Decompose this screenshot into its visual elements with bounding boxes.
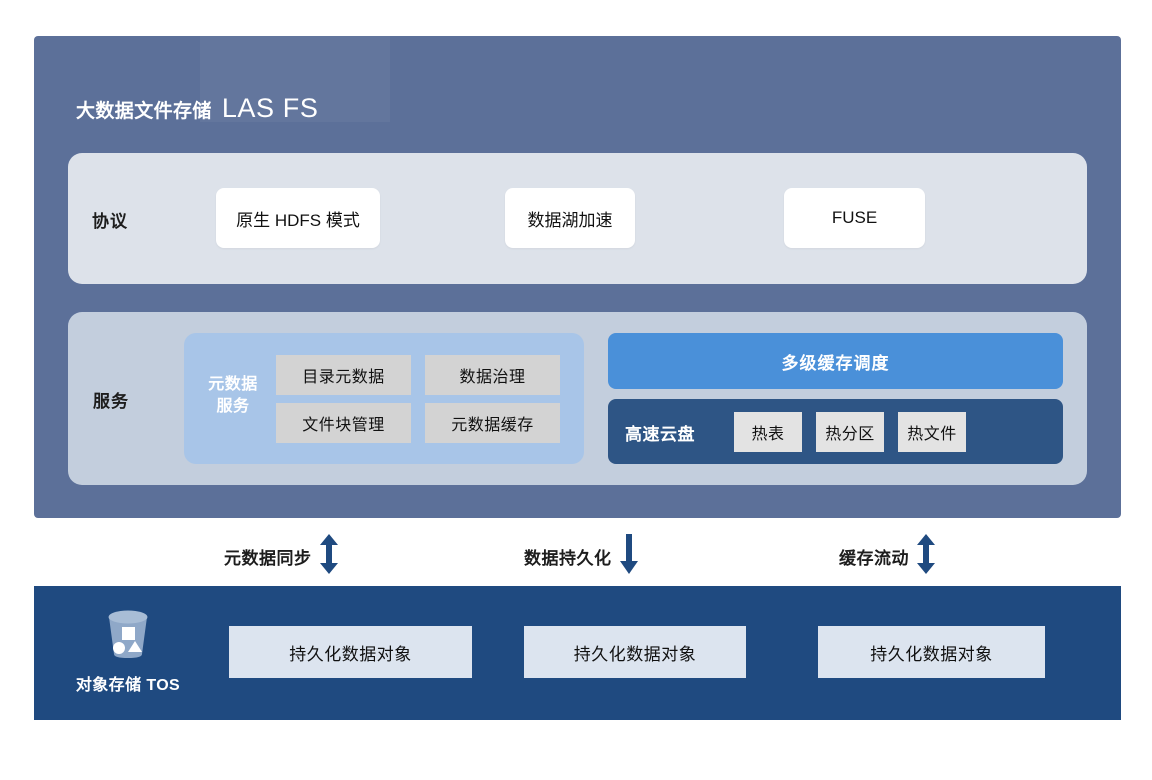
tos-brand-label: 对象存储 TOS — [75, 677, 181, 694]
cache-scheduling-bar[interactable]: 多级缓存调度 — [608, 333, 1063, 389]
fast-cloud-disk-chips: 热表 热分区 热文件 — [734, 412, 966, 452]
metadata-service-box: 元数据 服务 目录元数据 数据治理 文件块管理 元数据缓存 — [184, 333, 584, 464]
metadata-chip-meta-cache[interactable]: 元数据缓存 — [425, 403, 560, 443]
metadata-service-grid: 目录元数据 数据治理 文件块管理 元数据缓存 — [276, 355, 560, 443]
title-highlight-band — [200, 36, 390, 122]
bucket-icon — [100, 604, 156, 667]
page-title: 大数据文件存储 LAS FS — [76, 93, 318, 124]
metadata-service-title-line1: 元数据 — [208, 376, 258, 393]
arrow-down-icon — [619, 534, 639, 579]
fast-cloud-disk-label: 高速云盘 — [625, 425, 695, 444]
protocol-card-datalake-accel[interactable]: 数据湖加速 — [505, 188, 635, 248]
connector-row: 元数据同步 数据持久化 缓存流动 — [34, 524, 1121, 582]
metadata-service-title: 元数据 服务 — [201, 374, 265, 418]
protocol-card-fuse[interactable]: FUSE — [784, 188, 925, 248]
protocol-layer-label: 协议 — [92, 212, 128, 231]
connector-label-cache-flow: 缓存流动 — [839, 549, 909, 568]
double-arrow-vertical-icon — [916, 534, 936, 579]
tos-brand: 对象存储 TOS — [66, 604, 190, 695]
persistent-object-card-1[interactable]: 持久化数据对象 — [229, 626, 472, 678]
title-english: LAS FS — [221, 93, 319, 123]
connector-label-metadata-sync: 元数据同步 — [224, 549, 312, 568]
persistent-object-card-2[interactable]: 持久化数据对象 — [524, 626, 746, 678]
connector-metadata-sync: 元数据同步 — [224, 534, 339, 579]
fast-cloud-disk-box: 高速云盘 热表 热分区 热文件 — [608, 399, 1063, 464]
object-storage-layer: 对象存储 TOS 持久化数据对象 持久化数据对象 持久化数据对象 — [34, 586, 1121, 720]
protocol-card-hdfs[interactable]: 原生 HDFS 模式 — [216, 188, 380, 248]
connector-label-data-persistence: 数据持久化 — [524, 549, 612, 568]
disk-chip-hot-partition[interactable]: 热分区 — [816, 412, 884, 452]
connector-data-persistence: 数据持久化 — [524, 534, 639, 579]
connector-cache-flow: 缓存流动 — [839, 534, 936, 579]
metadata-service-title-line2: 服务 — [216, 398, 250, 415]
disk-chip-hot-file[interactable]: 热文件 — [898, 412, 966, 452]
las-fs-panel: 大数据文件存储 LAS FS 协议 原生 HDFS 模式 数据湖加速 FUSE … — [34, 36, 1121, 518]
service-layer-label: 服务 — [93, 392, 129, 411]
protocol-layer: 协议 原生 HDFS 模式 数据湖加速 FUSE — [68, 153, 1087, 284]
title-chinese: 大数据文件存储 — [76, 101, 212, 122]
metadata-chip-governance[interactable]: 数据治理 — [425, 355, 560, 395]
persistent-object-card-3[interactable]: 持久化数据对象 — [818, 626, 1045, 678]
metadata-chip-block-mgmt[interactable]: 文件块管理 — [276, 403, 411, 443]
metadata-chip-directory[interactable]: 目录元数据 — [276, 355, 411, 395]
service-layer: 服务 元数据 服务 目录元数据 数据治理 文件块管理 元数据缓存 多级缓存调度 … — [68, 312, 1087, 485]
disk-chip-hot-table[interactable]: 热表 — [734, 412, 802, 452]
double-arrow-vertical-icon — [319, 534, 339, 579]
